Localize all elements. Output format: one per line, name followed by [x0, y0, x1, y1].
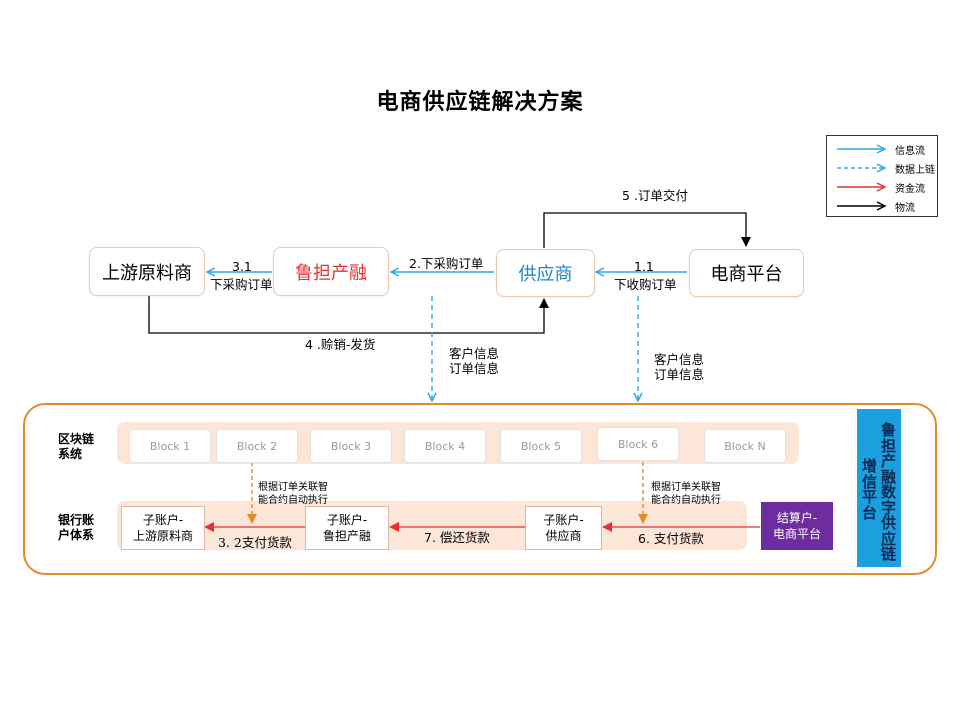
payment-6-label: 6. 支付货款 [638, 531, 704, 546]
block-5: Block 5 [500, 429, 582, 463]
node-label: 供应商 [518, 264, 573, 285]
blockchain-row-label-2: 系统 [58, 447, 83, 461]
logistics-arrow-4 [148, 296, 549, 334]
info-label-left-1: 客户信息 [449, 346, 500, 361]
account-line: 子账户- [543, 513, 584, 527]
account-line: 上游原料商 [132, 529, 193, 543]
side-title-line-1: 鲁担产融数字供应链 [881, 421, 897, 563]
payment-7-label: 7. 偿还货款 [424, 530, 490, 545]
account-line: 电商平台 [772, 527, 821, 541]
node-label: 上游原料商 [102, 262, 192, 284]
account-line: 子账户- [326, 513, 368, 527]
bank-band [117, 501, 747, 550]
account-upstream: 子账户- 上游原料商 [121, 506, 205, 550]
legend-item-fund-flow: 资金流 [827, 178, 937, 196]
blockchain-row-label-1: 区块链 [58, 432, 95, 446]
account-line: 子账户- [142, 513, 184, 527]
solid-black-arrow-icon [837, 201, 887, 211]
account-settlement-platform: 结算户- 电商平台 [761, 502, 833, 550]
page-title: 电商供应链解决方案 [376, 89, 584, 115]
flow-1-1-label: 下收购订单 [614, 277, 677, 292]
legend-item-info-flow: 信息流 [827, 140, 937, 158]
account-line: 结算户- [776, 511, 818, 525]
flow-5-label: 5 .订单交付 [622, 188, 688, 203]
logistics-arrow-5 [543, 212, 751, 248]
contract-note-right-1: 根据订单关联智 [651, 482, 721, 493]
node-label: 电商平台 [710, 264, 783, 285]
info-label-right-1: 客户信息 [654, 352, 705, 367]
dashed-blue-arrow-icon [837, 163, 887, 173]
bank-row-label-2: 户体系 [58, 528, 95, 542]
block-n: Block N [704, 429, 786, 463]
node-label: 鲁担产融 [295, 262, 367, 284]
side-title-box: 鲁担产融数字供应链 增信平台 [857, 409, 901, 567]
block-1: Block 1 [129, 429, 211, 463]
side-title-line-2: 增信平台 [862, 457, 878, 522]
legend-label: 物流 [895, 203, 915, 214]
contract-note-left-1: 根据订单关联智 [258, 482, 328, 493]
flow-4-label: 4 .赊销-发货 [305, 337, 376, 352]
block-3: Block 3 [310, 429, 392, 463]
node-supplier: 供应商 [496, 249, 595, 297]
flow-3-1-number: 3.1 [232, 259, 252, 274]
legend-label: 资金流 [895, 184, 925, 195]
node-ecommerce-platform: 电商平台 [689, 249, 804, 297]
credit-platform-panel [23, 403, 937, 575]
node-ludan: 鲁担产融 [273, 247, 389, 296]
contract-note-right-2: 能合约自动执行 [651, 495, 721, 506]
account-supplier: 子账户- 供应商 [525, 506, 602, 550]
legend-item-data-on-chain: 数据上链 [827, 159, 937, 177]
bank-row-label-1: 银行账 [58, 513, 95, 527]
legend-label: 数据上链 [895, 165, 935, 176]
info-label-right-2: 订单信息 [654, 367, 705, 382]
payment-3-2-label: 3. 2支付货款 [218, 535, 292, 550]
solid-red-arrow-icon [837, 182, 887, 192]
node-upstream-supplier: 上游原料商 [89, 247, 205, 296]
flow-1-1-number: 1.1 [634, 259, 654, 274]
block-4: Block 4 [404, 429, 486, 463]
block-2: Block 2 [216, 429, 298, 463]
solid-blue-arrow-icon [837, 144, 887, 154]
account-line: 供应商 [545, 529, 582, 543]
block-6: Block 6 [597, 427, 679, 461]
legend-item-logistics: 物流 [827, 197, 937, 215]
contract-note-left-2: 能合约自动执行 [258, 495, 328, 506]
legend-label: 信息流 [895, 146, 925, 157]
flow-3-1-label: 下采购订单 [210, 277, 273, 292]
info-label-left-2: 订单信息 [449, 361, 500, 376]
account-ludan: 子账户- 鲁担产融 [305, 506, 389, 550]
account-line: 鲁担产融 [322, 529, 371, 543]
flow-2-label: 2.下采购订单 [409, 256, 484, 271]
legend: 信息流 数据上链 资金流 物流 [826, 135, 938, 217]
